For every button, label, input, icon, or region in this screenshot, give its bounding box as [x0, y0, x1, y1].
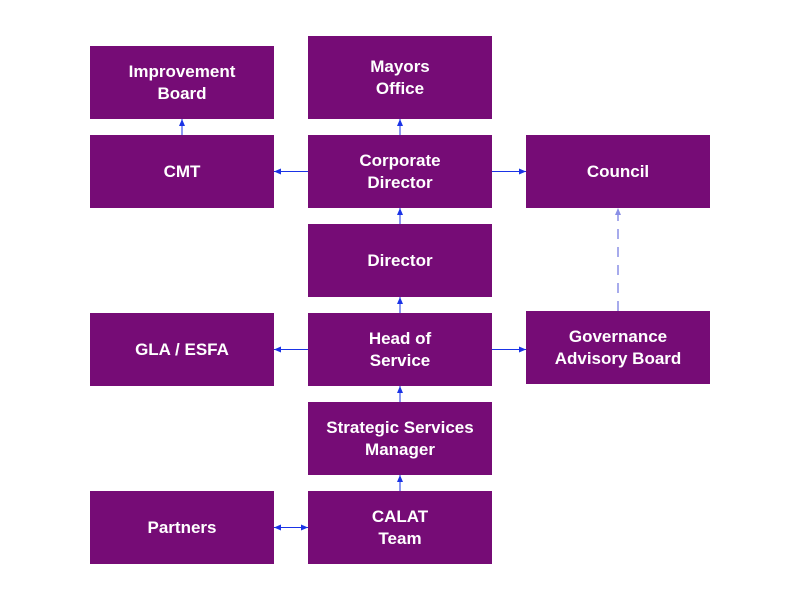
council-box: Council — [526, 135, 710, 208]
cmt-box: CMT — [90, 135, 274, 208]
partners-box: Partners — [90, 491, 274, 564]
mayors-office-box: Mayors Office — [308, 36, 492, 119]
corporate-director-box: Corporate Director — [308, 135, 492, 208]
director-box: Director — [308, 224, 492, 297]
improvement-board-box: Improvement Board — [90, 46, 274, 119]
head-of-service-box: Head of Service — [308, 313, 492, 386]
calat-team-box: CALAT Team — [308, 491, 492, 564]
strategic-services-manager-box: Strategic Services Manager — [308, 402, 492, 475]
governance-advisory-board-box: Governance Advisory Board — [526, 311, 710, 384]
gla-esfa-box: GLA / ESFA — [90, 313, 274, 386]
